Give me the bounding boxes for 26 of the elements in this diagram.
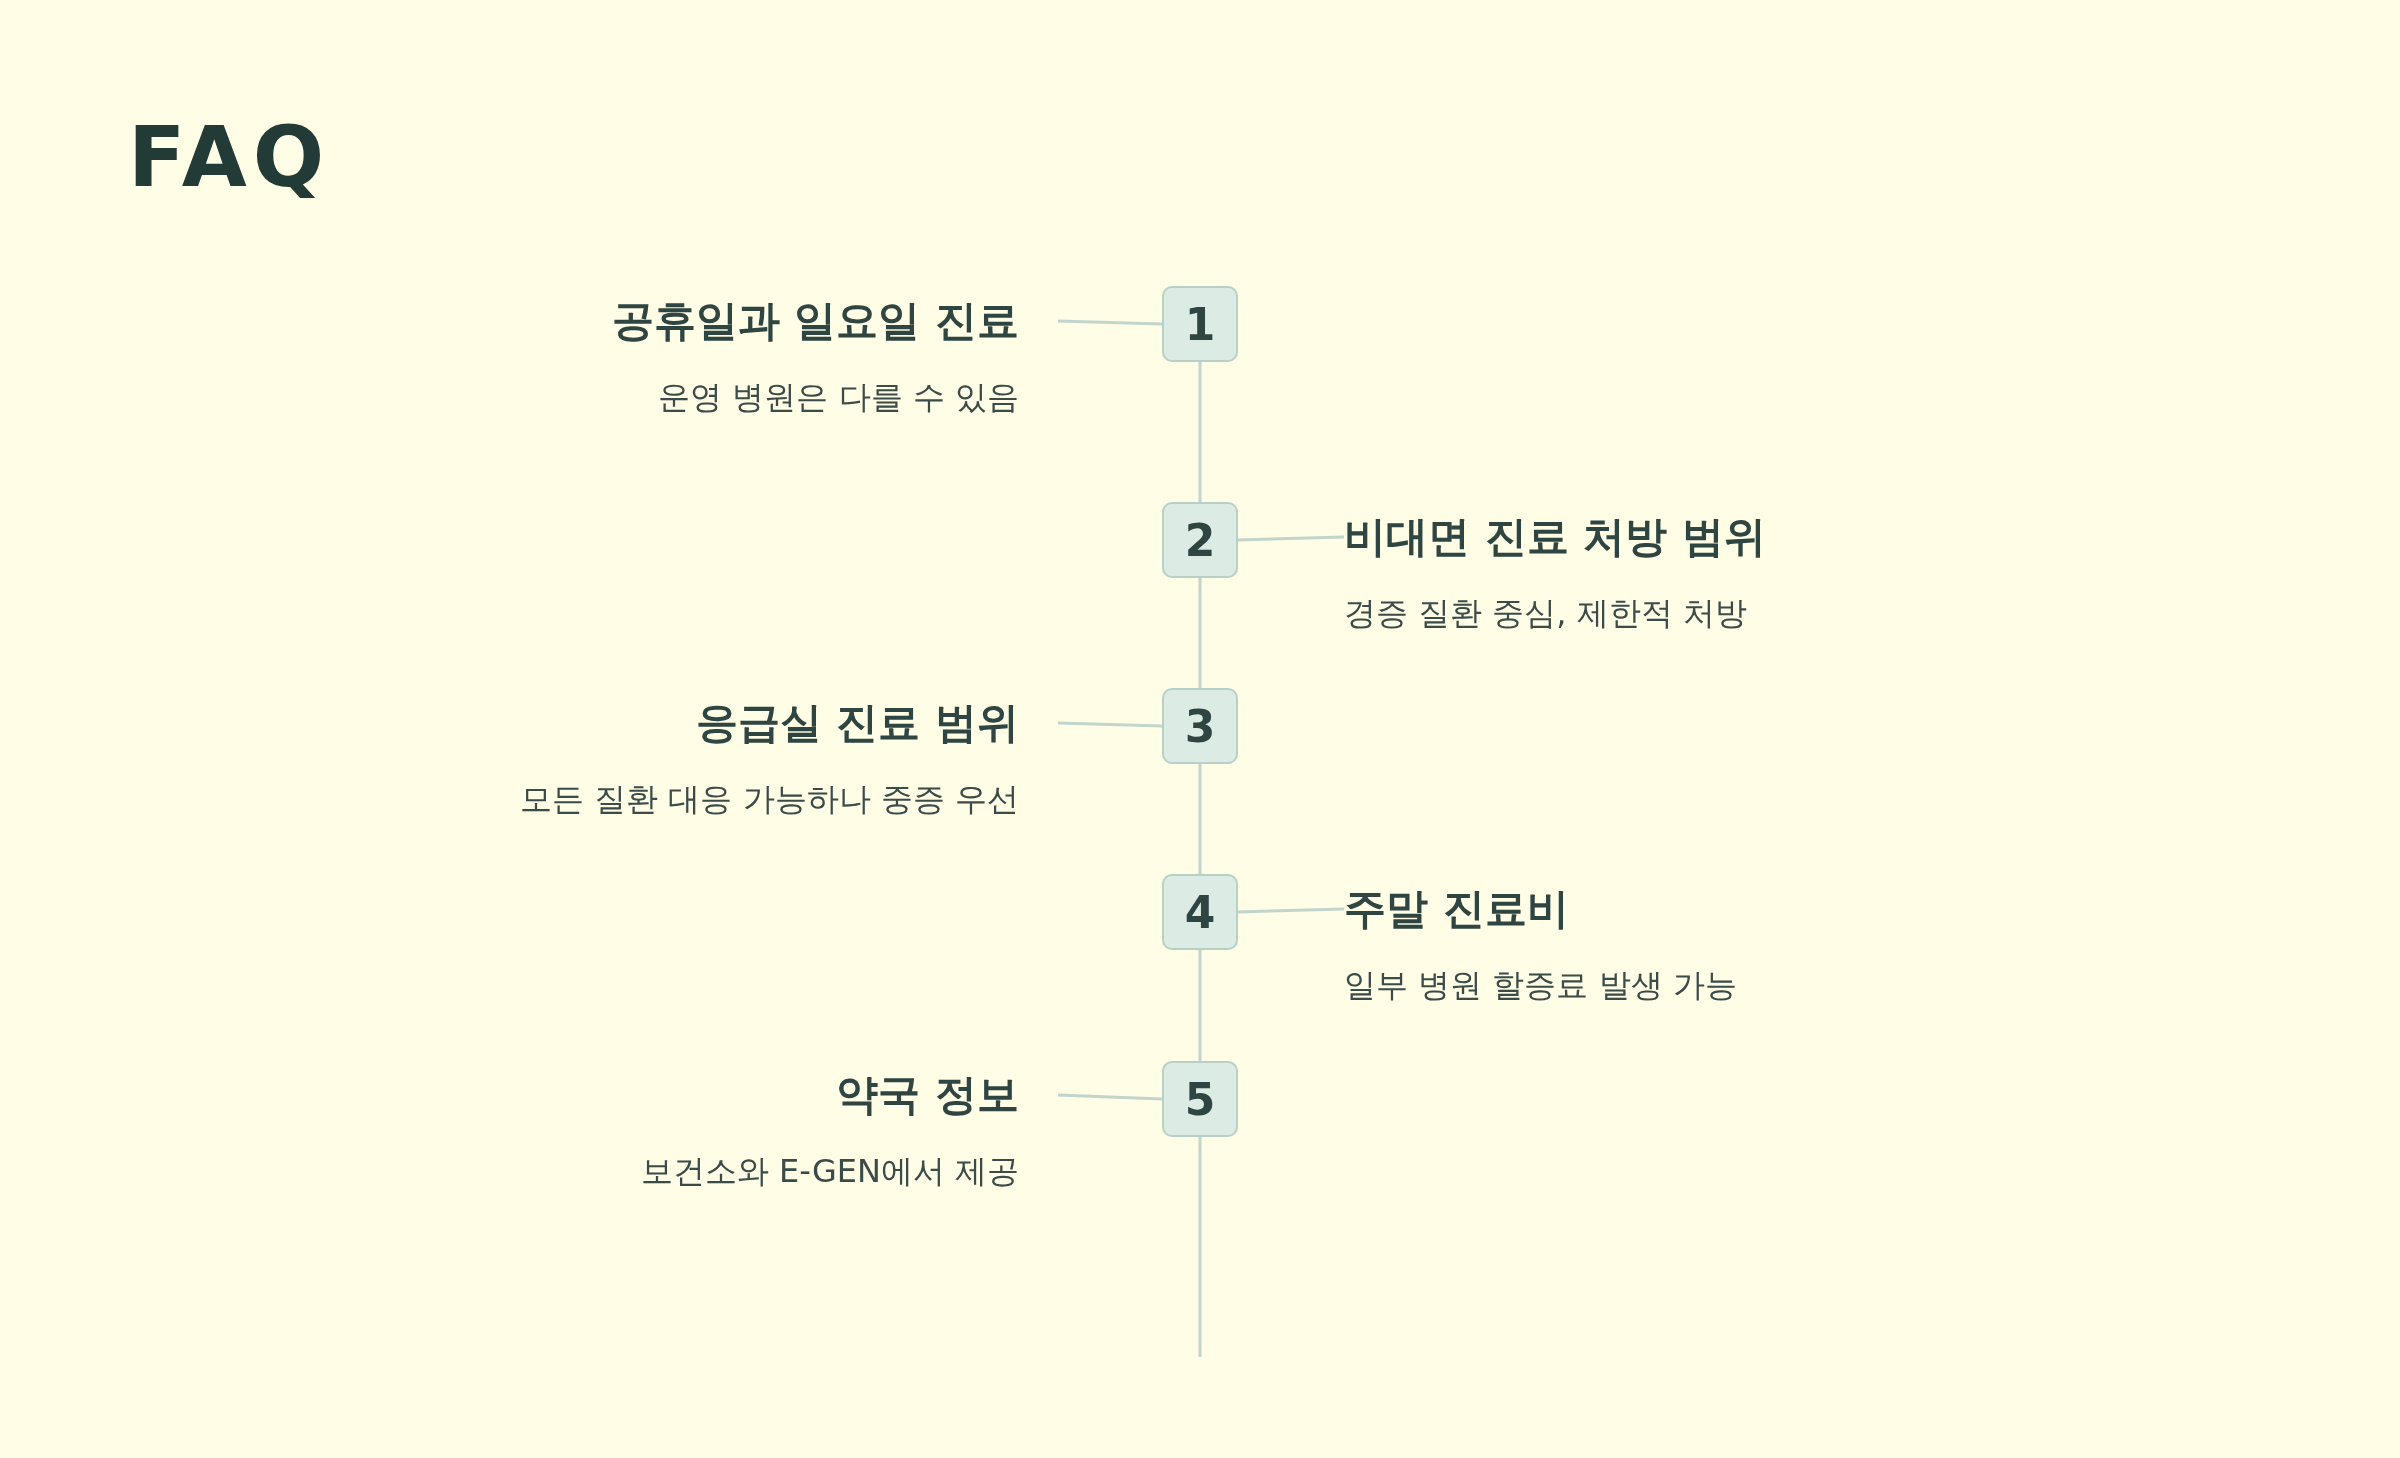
number-box: 4 [1162, 874, 1238, 950]
question-heading: 주말 진료비 [1344, 883, 1569, 935]
answer-text: 경증 질환 중심, 제한적 처방 [1344, 593, 1747, 634]
answer-text: 보건소와 E-GEN에서 제공 [640, 1151, 1019, 1192]
question-heading: 응급실 진료 범위 [695, 697, 1019, 749]
connector-line [1198, 764, 1202, 874]
page-title: FAQ [128, 108, 331, 206]
number-box: 1 [1162, 286, 1238, 362]
answer-text: 모든 질환 대응 가능하나 중증 우선 [520, 779, 1019, 820]
connector-line [1198, 362, 1202, 502]
connector-line [1057, 1093, 1163, 1101]
connector-line [1057, 319, 1163, 326]
answer-text: 운영 병원은 다를 수 있음 [658, 377, 1019, 418]
connector-line [1057, 721, 1163, 728]
number-box: 5 [1162, 1061, 1238, 1137]
connector-line [1198, 950, 1202, 1061]
question-heading: 약국 정보 [836, 1069, 1019, 1121]
connector-line [1237, 907, 1345, 914]
number-box: 3 [1162, 688, 1238, 764]
connector-line [1198, 1137, 1202, 1357]
connector-line [1198, 578, 1202, 688]
number-box: 2 [1162, 502, 1238, 578]
question-heading: 공휴일과 일요일 진료 [611, 295, 1019, 347]
answer-text: 일부 병원 할증료 발생 가능 [1344, 965, 1737, 1006]
question-heading: 비대면 진료 처방 범위 [1344, 511, 1766, 563]
connector-line [1237, 535, 1345, 542]
